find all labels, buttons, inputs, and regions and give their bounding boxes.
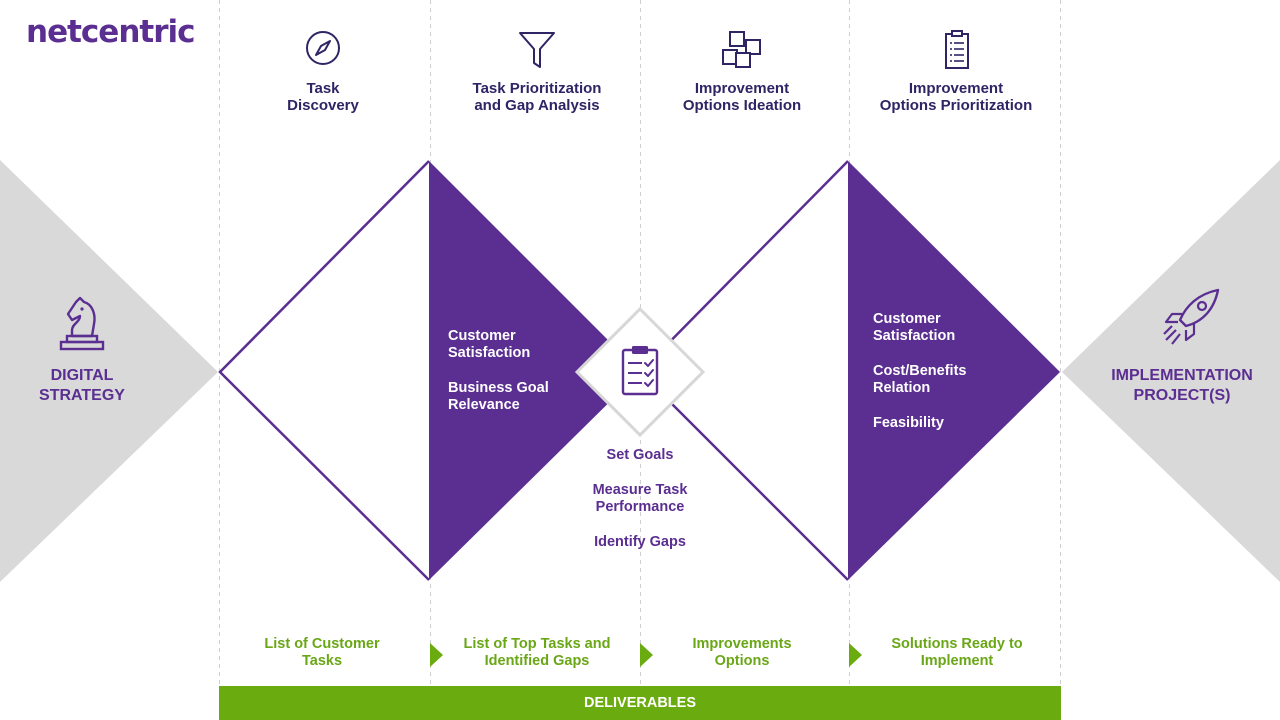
- digital-strategy-label: DIGITAL STRATEGY: [39, 367, 125, 404]
- phase-title-4: Improvement Options Prioritization: [879, 80, 1033, 114]
- criterion-item: Customer Satisfaction: [873, 311, 956, 344]
- diamond-1-filled-half: [429, 161, 640, 580]
- deliverables-bar: DELIVERABLES: [219, 686, 1061, 720]
- netcentric-logo: netcentric: [26, 14, 195, 50]
- criterion-item: Business Goal Relevance: [448, 380, 549, 413]
- deliverable-2: List of Top Tasks and Identified Gaps: [463, 636, 611, 669]
- left-gray-triangle: [0, 160, 218, 582]
- phase-title-1: Task Discovery: [287, 80, 359, 114]
- diamond-2-filled-half: [848, 161, 1060, 580]
- criterion-item: Feasibility: [873, 415, 944, 431]
- phase-title-3: Improvement Options Ideation: [682, 80, 802, 114]
- center-step: Measure Task Performance: [592, 482, 688, 515]
- center-step: Identify Gaps: [594, 534, 686, 550]
- deliverable-arrow-1: [430, 643, 443, 667]
- right-gray-triangle: [1062, 160, 1280, 582]
- sticky-notes-icon: [722, 31, 761, 68]
- diamond-1-criteria: Customer Satisfaction Business Goal Rele…: [448, 328, 549, 432]
- clipboard-checklist-icon: [621, 346, 659, 396]
- center-steps: Set Goals Measure Task Performance Ident…: [550, 447, 730, 569]
- rocket-icon: [1163, 288, 1220, 345]
- deliverable-1: List of Customer Tasks: [264, 636, 380, 669]
- compass-icon: [306, 31, 340, 65]
- criterion-item: Cost/Benefits Relation: [873, 363, 967, 396]
- chess-knight-icon: [59, 296, 105, 351]
- phase-title-2: Task Prioritization and Gap Analysis: [472, 80, 602, 114]
- deliverable-4: Solutions Ready to Implement: [891, 636, 1023, 669]
- diamond-2-criteria: Customer Satisfaction Cost/Benefits Rela…: [873, 311, 966, 450]
- deliverable-arrow-2: [640, 643, 653, 667]
- center-step: Set Goals: [606, 447, 674, 463]
- deliverable-arrow-3: [849, 643, 862, 667]
- funnel-icon: [519, 32, 555, 68]
- implementation-projects-label: IMPLEMENTATION PROJECT(S): [1111, 367, 1253, 404]
- checklist-icon: [945, 30, 969, 69]
- diamond-1-outline: [218, 160, 430, 581]
- deliverable-3: Improvements Options: [692, 636, 792, 669]
- criterion-item: Customer Satisfaction: [448, 328, 531, 361]
